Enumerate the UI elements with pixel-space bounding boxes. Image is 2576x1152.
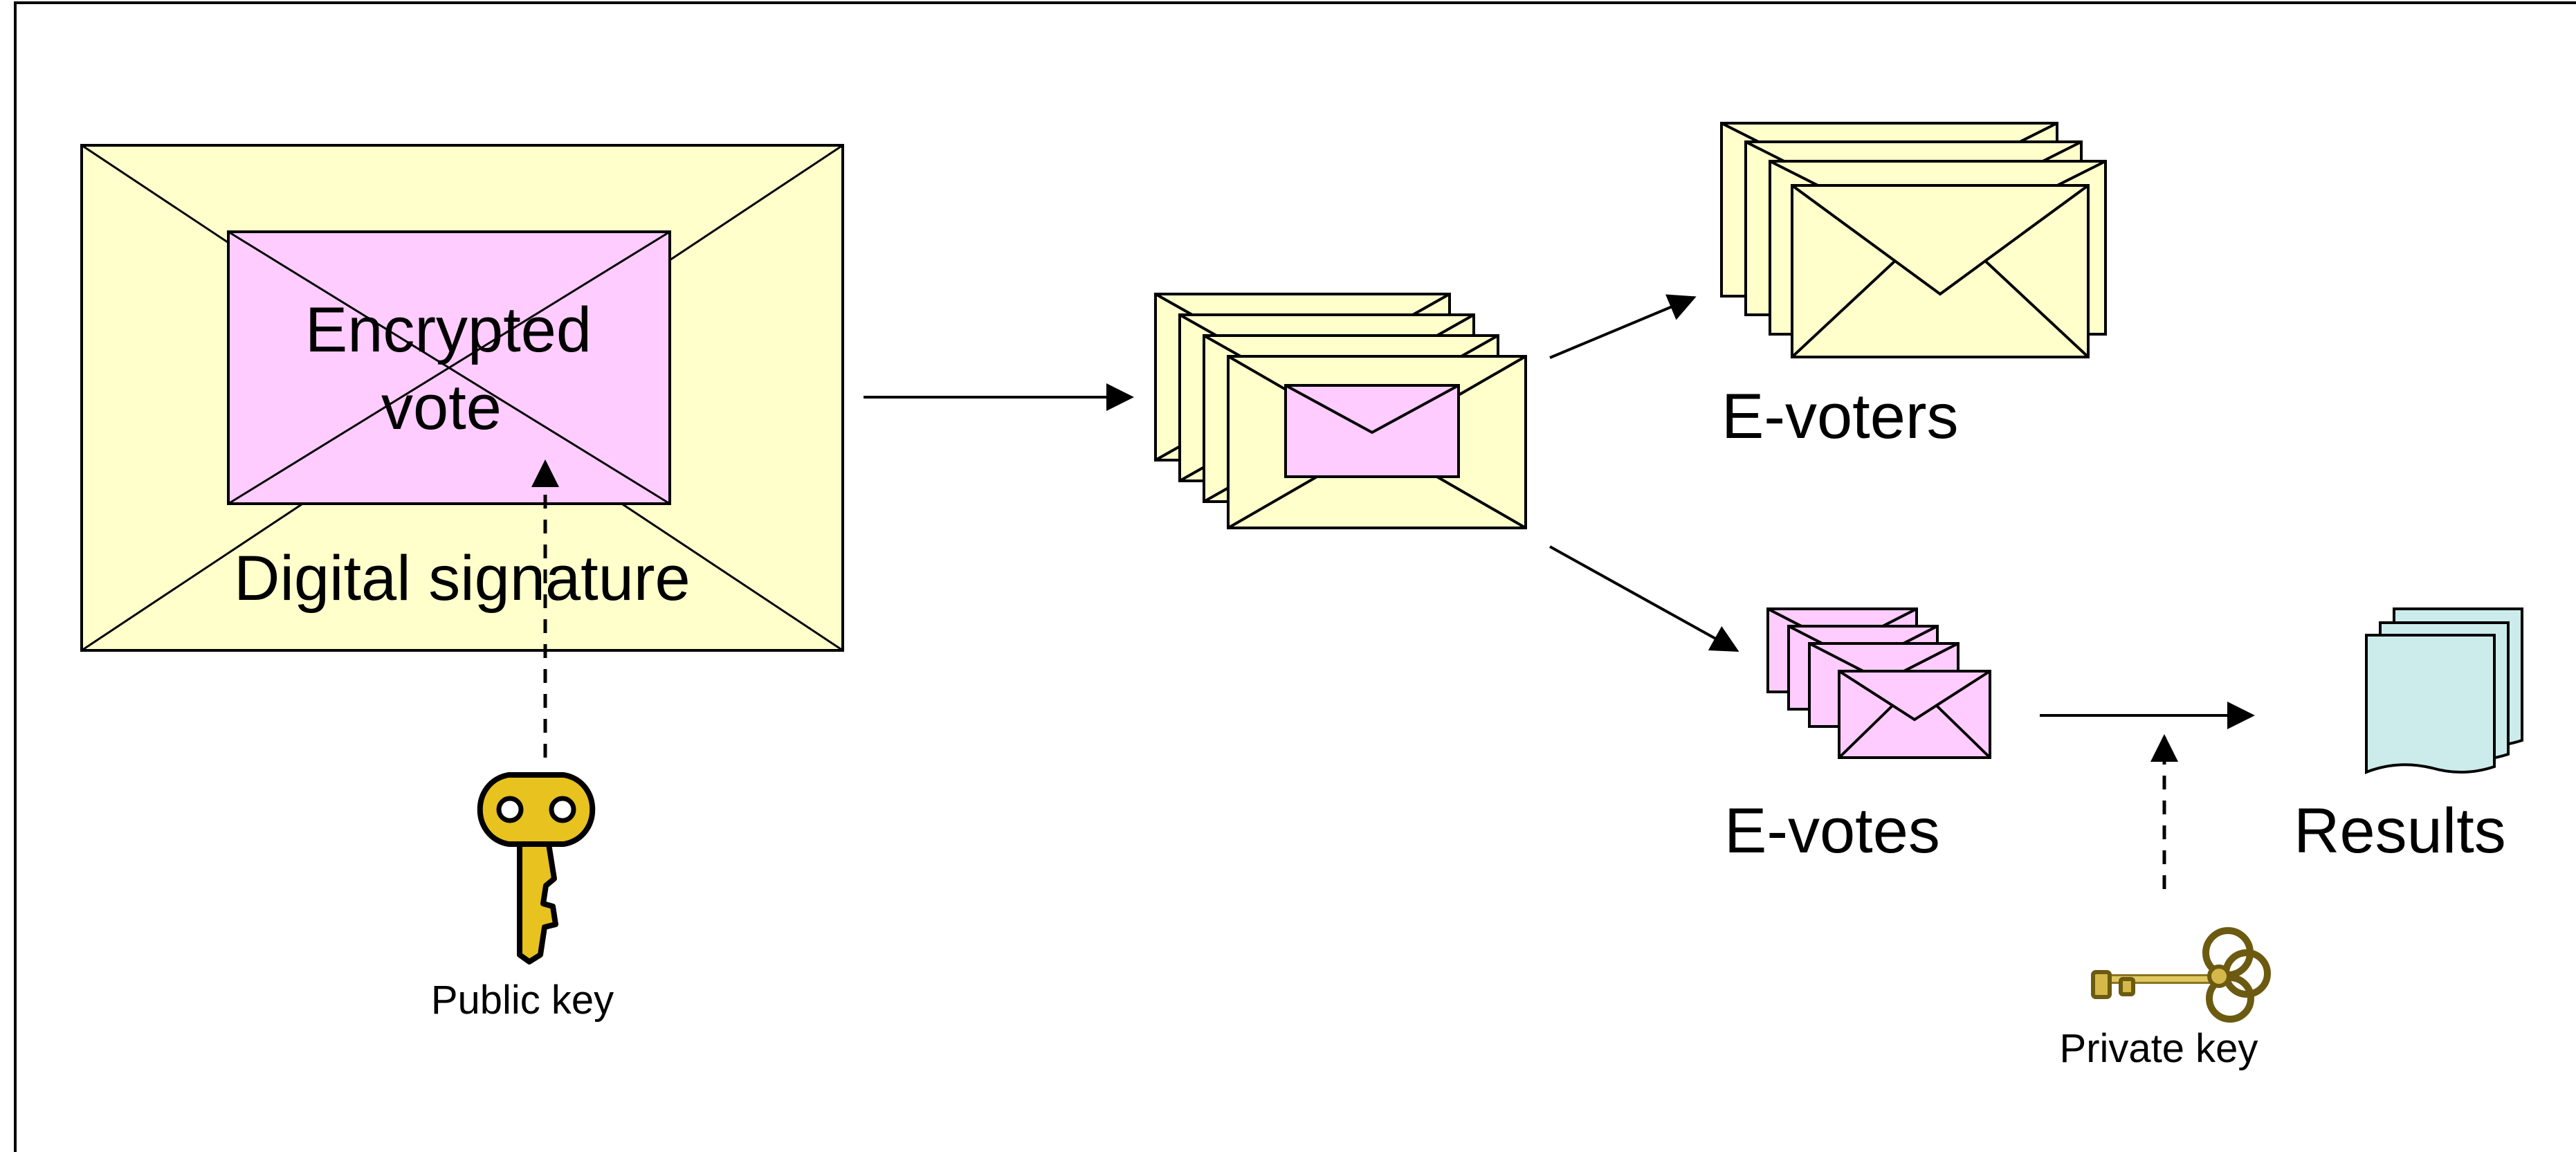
- results-label: Results: [2294, 796, 2506, 866]
- public-key-icon: [477, 772, 596, 964]
- flow-arrow: [1549, 545, 1739, 652]
- encrypted-vote-envelope: [227, 230, 671, 505]
- diagram-frame: [14, 1, 2576, 1152]
- signed-envelope: Encrypted vote Digital signature: [80, 144, 844, 652]
- encrypted-vote-label: Encrypted: [305, 295, 592, 365]
- encrypted-vote-label: vote: [381, 372, 502, 443]
- e-voters-envelope-stack: [1720, 122, 2107, 358]
- e-voters-label: E-voters: [1721, 381, 1959, 452]
- digital-signature-label: Digital signature: [234, 543, 691, 614]
- e-votes-envelope-stack: [1766, 607, 1991, 759]
- flow-arrow: [1549, 294, 1697, 359]
- results-document-stack-icon: [2365, 607, 2523, 774]
- public-key-label: Public key: [431, 978, 614, 1023]
- private-key-label: Private key: [2060, 1026, 2258, 1071]
- e-votes-label: E-votes: [1724, 796, 1940, 866]
- signed-envelope-stack: [1154, 293, 1527, 529]
- private-key-icon: [2091, 927, 2271, 1023]
- inner-envelope-fold: [228, 230, 670, 505]
